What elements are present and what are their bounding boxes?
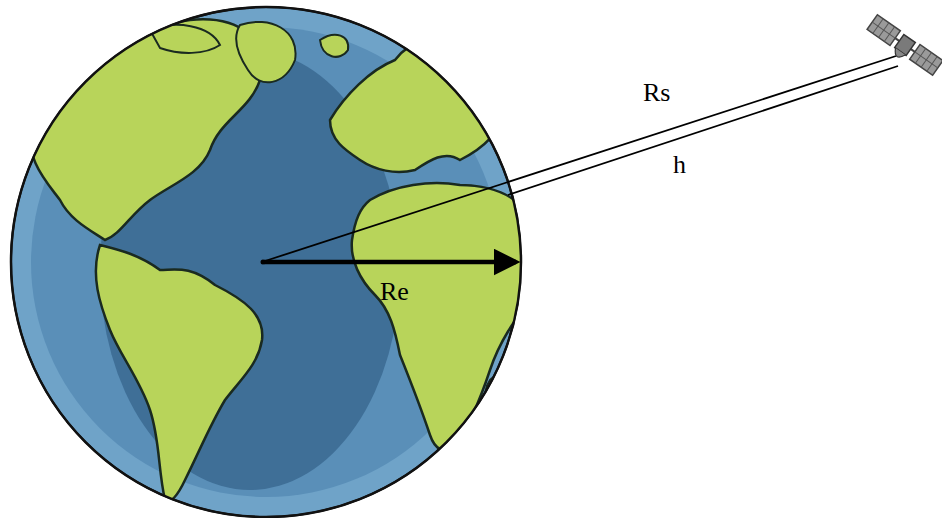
earth-radius-arrow	[264, 260, 516, 265]
radius-line	[262, 56, 896, 262]
radius-label: Rs	[643, 80, 670, 106]
earth-globe	[11, 7, 530, 517]
satellite-icon	[864, 15, 942, 80]
altitude-label: h	[673, 152, 686, 178]
altitude-line	[508, 66, 898, 195]
earth-radius-label: Re	[380, 279, 409, 305]
